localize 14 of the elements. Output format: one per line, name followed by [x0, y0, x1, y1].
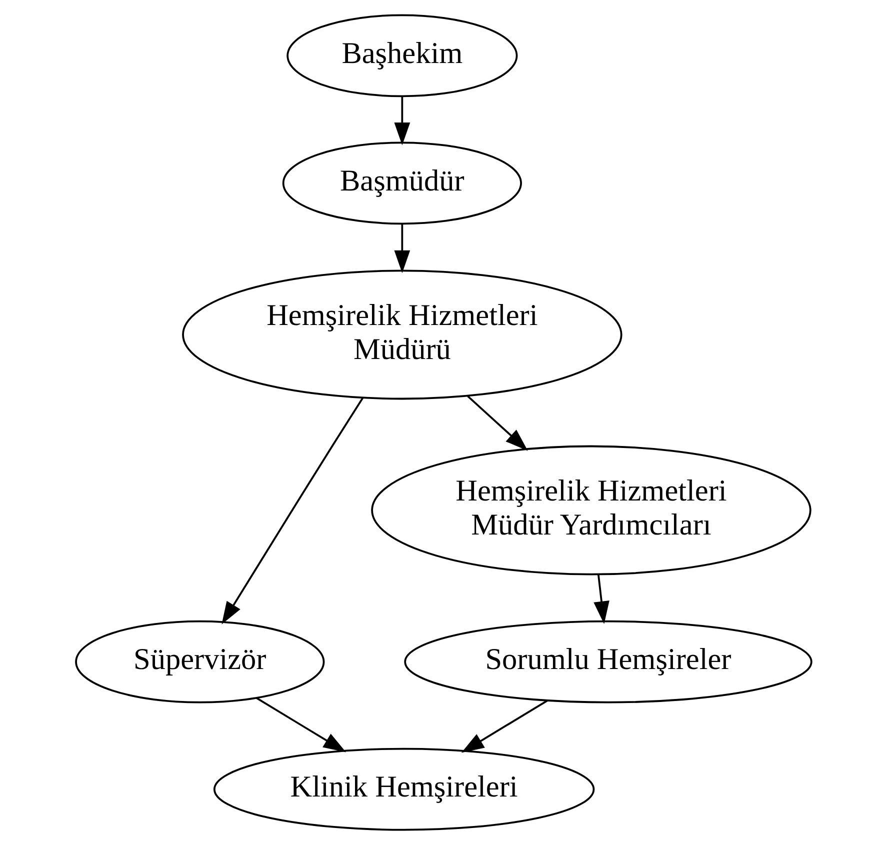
node-ellipse: Başmüdür — [282, 142, 522, 225]
node-ellipse: Sorumlu Hemşireler — [404, 620, 812, 704]
arrow — [461, 699, 549, 753]
node-ellipse: Klinik Hemşireleri — [213, 748, 595, 831]
arrow — [467, 396, 528, 451]
arrow — [594, 574, 610, 624]
node-ellipse: Hemşirelik Hizmetleri Müdür Yardımcıları — [371, 445, 812, 576]
node-ellipse: Hemşirelik Hizmetleri Müdürü — [182, 270, 622, 400]
node-ellipse: Başhekim — [286, 14, 518, 98]
node-ellipse: Süpervizör — [75, 620, 325, 704]
arrow — [394, 96, 410, 146]
arrow — [394, 224, 410, 274]
arrow — [222, 397, 364, 624]
arrow — [256, 697, 346, 752]
